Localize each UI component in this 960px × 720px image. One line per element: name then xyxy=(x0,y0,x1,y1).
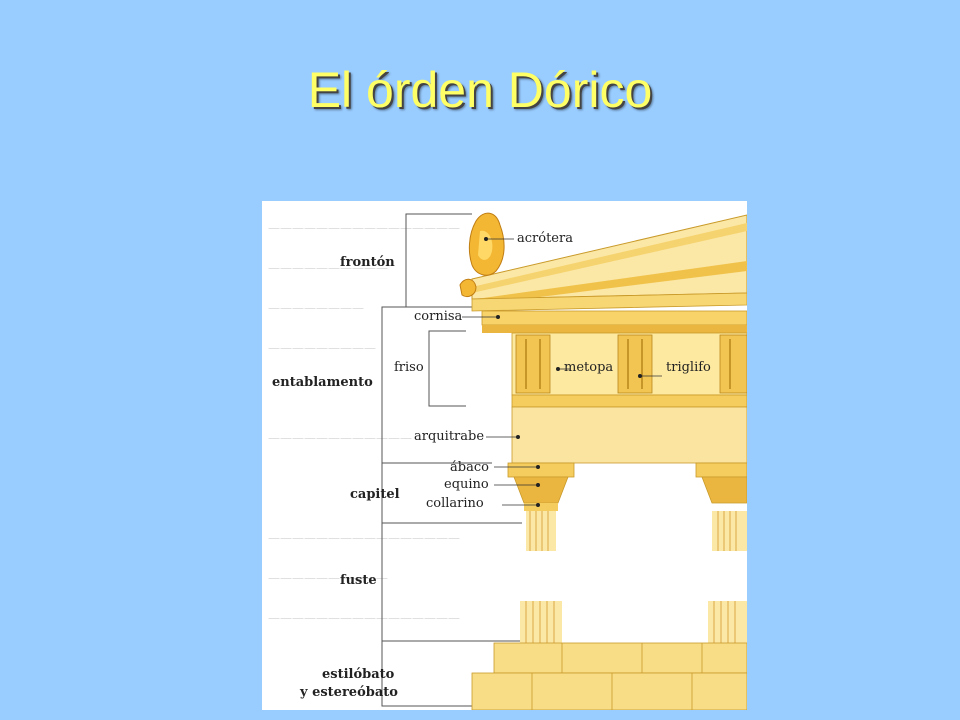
label-triglifo: triglifo xyxy=(666,360,711,375)
slide-title: El órden Dórico xyxy=(307,62,653,118)
label-fronton: frontón xyxy=(340,255,395,270)
label-estilobato-line2: y estereóbato xyxy=(300,685,398,700)
label-equino: equino xyxy=(444,477,489,492)
group-brackets xyxy=(381,213,522,707)
stylobate-steps xyxy=(471,642,747,710)
pediment xyxy=(471,214,747,312)
temple-illustration xyxy=(381,212,747,710)
column-shafts xyxy=(520,511,747,643)
cornice xyxy=(481,310,747,333)
leader-dots xyxy=(484,237,642,507)
capitals xyxy=(507,462,747,511)
label-fuste: fuste xyxy=(340,573,377,588)
label-arquitrabe: arquitrabe xyxy=(414,429,485,444)
label-cornisa: cornisa xyxy=(414,309,463,324)
label-collarino: collarino xyxy=(426,496,484,511)
leader-lines xyxy=(462,238,662,506)
label-abaco: ábaco xyxy=(450,460,489,475)
frieze xyxy=(511,332,747,408)
label-estilobato-line1: estilóbato xyxy=(322,667,395,682)
label-capitel: capitel xyxy=(350,487,400,502)
label-metopa: metopa xyxy=(564,360,614,375)
label-entablamento: entablamento xyxy=(272,375,373,390)
doric-order-diagram: ———————————————— —————————— ———————— ———… xyxy=(262,201,747,710)
architrave xyxy=(511,406,747,464)
acroterion-ornament xyxy=(459,212,505,298)
label-acrotera: acrótera xyxy=(517,231,573,246)
label-friso: friso xyxy=(394,360,424,375)
